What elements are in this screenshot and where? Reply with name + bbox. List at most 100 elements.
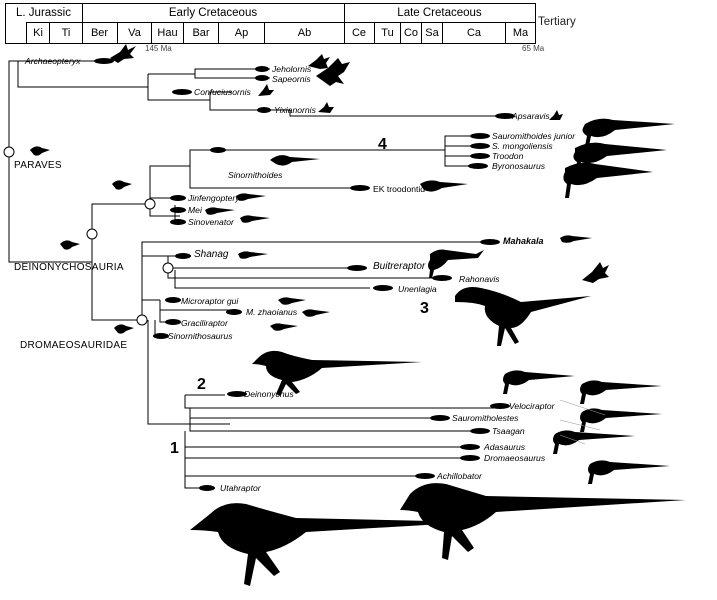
stage-valanginian: Va [117,23,151,43]
unenlagiinae-node [162,262,174,274]
stage-tithonian: Ti [49,23,82,43]
byronosaurus-silhouette [563,162,653,198]
stage-santonian: Sa [421,23,442,43]
node-circles [3,146,174,326]
dromaeosauridae-raptor [114,324,134,334]
stage-barremian: Bar [183,23,218,43]
taxon-apsaravis: Apsaravis [512,111,550,121]
deinonychosauria-raptor [60,240,80,250]
yixianornis-silhouette [318,102,334,113]
clade-number-3: 3 [420,300,429,317]
taxon-saurornithoides-junior: Sauromithoides junior [492,131,576,141]
taxon-sinornithosaurus: Sinornithosaurus [168,331,233,341]
stage-aptian: Ap [218,23,264,43]
taxon-sinovenator: Sinovenator [188,217,234,227]
stage-turonian: Tu [374,23,400,43]
troodon-silhouette [573,142,667,174]
taxon-rahonavis: Rahonavis [459,274,500,284]
taxon-shanag: Shanag [194,249,229,260]
stage-albian: Ab [264,23,344,43]
confuciusornis-silhouette [258,84,274,96]
taxon-tsaagan: Tsaagan [492,426,525,436]
ma-65-label: 65 Ma [522,44,545,53]
taxon-mei: Mei [188,205,202,215]
mahakala-silhouette [560,235,592,243]
paraves-raptor [30,146,50,160]
period-tertiary: Tertiary [538,16,576,28]
taxon-confuciusornis: Confuciusornis [194,87,251,97]
shanag-silhouette [238,251,268,259]
taxon-s-mongoliensis: S. mongoliensis [492,141,553,151]
taxon-adasaurus: Adasaurus [484,442,526,452]
ma-145-label: 145 Ma [145,44,172,53]
buitreraptor-silhouette [428,249,484,278]
sinornithoides-silhouette [270,155,320,166]
velociraptor-silhouette [503,370,575,394]
taxon-sapeornis: Sapeornis [272,74,311,84]
range-bars [94,58,515,491]
taxon-saurornitholestes: Sauromitholestes [452,413,519,423]
archaeopteryx-silhouette [110,44,136,63]
paraves-node [3,146,15,158]
taxon-utahraptor: Utahraptor [220,483,261,493]
clade-label-dromaeosauridae: DROMAEOSAURIDAE [20,340,128,351]
taxon-yixianornis: Yixianornis [274,105,316,115]
saurornitholestes-silhouette [580,380,662,404]
stage-cenomanian: Ce [351,27,367,39]
connector-lines [559,399,606,445]
taxon-deinonychus: Deinonychus [244,389,294,399]
ek-troodontid-silhouette [420,180,468,192]
deinonychosauria-node [86,228,98,240]
taxon-graciliraptor: Graciliraptor [181,318,228,328]
clade-number-1: 1 [170,440,179,457]
taxon-jeholornis: Jeholornis [272,64,312,74]
stage-kimmeridgian: Ki [26,23,49,43]
taxon-sinornithoides: Sinornithoides [228,170,283,180]
taxon-m-zhaoianus: M. zhaoianus [246,307,298,317]
utahraptor-silhouette [190,503,476,586]
m-zhaoianus-silhouette [302,309,330,317]
silhouettes [30,44,686,586]
stage-campanian: Ca [442,23,505,43]
taxon-velociraptor: Velociraptor [509,401,555,411]
graciliraptor-silhouette [270,323,298,331]
troodontidae-node [144,198,156,210]
period-early-cretaceous: Early Cretaceous [168,7,258,19]
taxon-ek-troodontid: EK troodontid [373,184,426,194]
saurornithoides-silhouette [582,118,675,146]
achillobator-silhouette [400,483,686,560]
jeholornis-silhouette [308,54,330,69]
stage-maastrichtian: Ma [505,23,535,43]
taxon-achillobator: Achillobator [437,471,482,481]
stage-coniacian: Co [400,23,421,43]
clade-label-paraves: PARAVES [14,160,62,171]
taxon-troodon: Troodon [492,151,524,161]
tsaagan-silhouette [580,408,662,432]
clade-number-4: 4 [378,136,387,153]
jinfengopteryx-silhouette [236,193,266,201]
taxon-buitreraptor: Buitreraptor [373,261,426,272]
taxon-archaeopteryx: Archaeopteryx [25,56,81,66]
taxon-dromaeosaurus: Dromaeosaurus [484,453,546,463]
sapeornis-silhouette [316,58,350,86]
dromaeosauridae-node [136,314,148,326]
sinornithosaurus-silhouette [252,350,422,396]
rahonavis-silhouette [582,262,609,283]
tree-branches [8,60,500,489]
period-late-jurassic: L. Jurassic [16,7,71,19]
taxon-unenlagia: Unenlagia [398,284,437,294]
mei-silhouette [205,207,235,215]
sinovenator-silhouette [240,215,270,223]
stage-berriasian: Ber [90,27,109,39]
microraptor-silhouette [278,297,306,305]
clade-number-2: 2 [197,376,206,393]
clade-label-deinonychosauria: DEINONYCHOSAURIA [14,262,124,273]
taxon-microraptor-gui: Microraptor gui [181,296,239,306]
period-late-cretaceous: Late Cretaceous [397,7,482,19]
apsaravis-silhouette [549,110,563,120]
taxon-byronosaurus: Byronosaurus [492,161,546,171]
dromaeosaurus-silhouette [588,460,670,484]
unenlagia-silhouette [455,287,591,346]
